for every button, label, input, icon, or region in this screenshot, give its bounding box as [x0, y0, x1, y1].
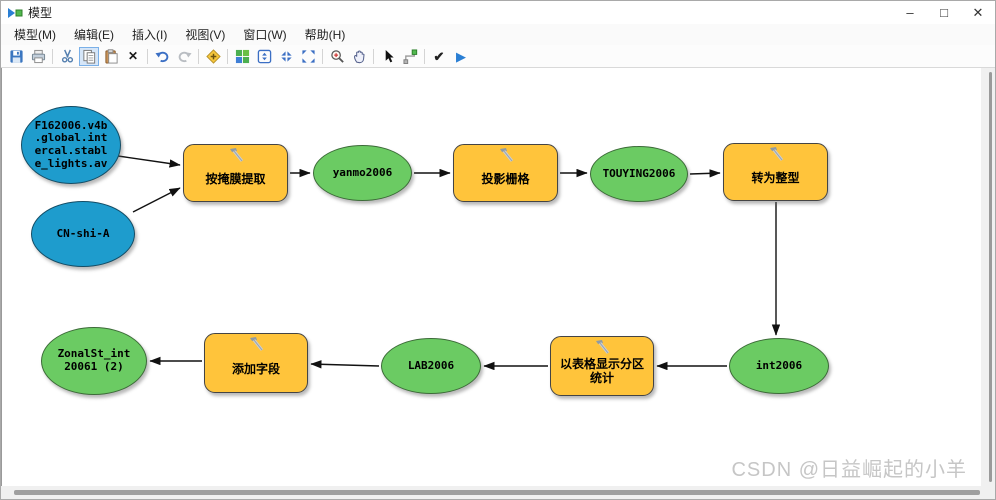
derived-data-node-lab2006[interactable]: LAB2006 [381, 338, 481, 394]
input-data-node-cn-shi-a[interactable]: CN-shi-A [31, 201, 135, 267]
cut-icon[interactable] [57, 47, 77, 66]
horizontal-scrollbar-thumb[interactable] [14, 490, 980, 495]
node-label: 以表格显示分区统计 [559, 356, 644, 385]
run-icon[interactable]: ▶ [456, 48, 466, 64]
hammer-icon [499, 148, 513, 162]
fit-to-window-icon[interactable] [254, 47, 274, 66]
zoom-in-extent-icon[interactable] [276, 47, 296, 66]
tool-node-add-field[interactable]: 添加字段 [204, 333, 308, 393]
node-label: CN-shi-A [56, 226, 110, 240]
connector-arrows [117, 155, 781, 371]
node-label: 转为整型 [751, 170, 800, 185]
title-bar: 模型 – □ ✕ [1, 1, 995, 24]
node-label: LAB2006 [407, 358, 455, 372]
menu-insert[interactable]: 插入(I) [132, 28, 168, 42]
node-label: 投影栅格 [481, 171, 530, 186]
hammer-icon [229, 148, 243, 162]
input-data-node-f162006[interactable]: F162006.v4b .global.int ercal.stabl e_li… [21, 106, 121, 184]
window-title: 模型 [28, 6, 53, 20]
hammer-icon [769, 147, 783, 161]
node-label: TOUYING2006 [602, 166, 676, 180]
menu-view[interactable]: 视图(V) [185, 28, 226, 42]
derived-data-node-touying2006[interactable]: TOUYING2006 [590, 146, 688, 202]
zoom-magnifier-icon[interactable] [327, 47, 347, 66]
node-label: 添加字段 [231, 361, 280, 376]
delete-icon[interactable]: ✕ [127, 49, 139, 63]
node-label: F162006.v4b .global.int ercal.stabl e_li… [34, 118, 108, 170]
menu-help[interactable]: 帮助(H) [304, 28, 346, 42]
watermark-text: CSDN @日益崛起的小羊 [731, 459, 967, 481]
toolbar-separator [322, 48, 323, 64]
pan-icon[interactable] [349, 47, 369, 66]
toolbar-separator [373, 48, 374, 64]
derived-data-node-yanmo2006[interactable]: yanmo2006 [313, 145, 412, 201]
menu-edit[interactable]: 编辑(E) [74, 28, 114, 42]
undo-icon[interactable] [152, 47, 172, 66]
vertical-scrollbar[interactable] [981, 68, 995, 486]
vertical-scrollbar-thumb[interactable] [989, 72, 992, 482]
full-extent-icon[interactable] [298, 47, 318, 66]
tool-node-extract-by-mask[interactable]: 按掩膜提取 [183, 144, 288, 202]
tool-node-to-integer[interactable]: 转为整型 [723, 143, 828, 201]
auto-layout-icon[interactable] [232, 47, 252, 66]
toolbar-separator [227, 48, 228, 64]
tool-node-zonal-statistics-as-table[interactable]: 以表格显示分区统计 [550, 336, 654, 396]
derived-data-node-zonalst-int-20061[interactable]: ZonalSt_int 20061 (2) [41, 327, 147, 395]
menu-model[interactable]: 模型(M) [14, 28, 56, 42]
model-canvas[interactable]: F162006.v4b .global.int ercal.stabl e_li… [1, 68, 981, 486]
validate-icon[interactable]: ✔ [433, 48, 445, 64]
close-button[interactable]: ✕ [972, 4, 984, 20]
toolbar-separator [147, 48, 148, 64]
horizontal-scrollbar[interactable] [1, 486, 995, 499]
toolbar-separator [424, 48, 425, 64]
toolbar: ✕ [1, 45, 995, 68]
node-label: yanmo2006 [332, 165, 393, 179]
save-icon[interactable] [6, 47, 26, 66]
tool-node-project-raster[interactable]: 投影栅格 [453, 144, 558, 202]
paste-icon[interactable] [101, 47, 121, 66]
maximize-button[interactable]: □ [940, 5, 948, 20]
menu-window[interactable]: 窗口(W) [243, 28, 287, 42]
hammer-icon [596, 340, 610, 354]
add-data-icon[interactable] [203, 47, 223, 66]
copy-icon[interactable] [79, 46, 99, 66]
modelbuilder-app-icon [8, 7, 23, 18]
menu-bar: 模型(M) 编辑(E) 插入(I) 视图(V) 窗口(W) 帮助(H) [1, 24, 995, 45]
node-label: 按掩膜提取 [205, 171, 266, 186]
connect-icon[interactable] [400, 47, 420, 66]
redo-icon[interactable] [174, 47, 194, 66]
select-icon[interactable] [378, 47, 398, 66]
minimize-button[interactable]: – [906, 5, 914, 20]
toolbar-separator [198, 48, 199, 64]
toolbar-separator [52, 48, 53, 64]
derived-data-node-int2006[interactable]: int2006 [729, 338, 829, 394]
node-label: ZonalSt_int 20061 (2) [57, 347, 131, 373]
print-icon[interactable] [28, 47, 48, 66]
hammer-icon [250, 337, 264, 351]
node-label: int2006 [755, 358, 803, 372]
